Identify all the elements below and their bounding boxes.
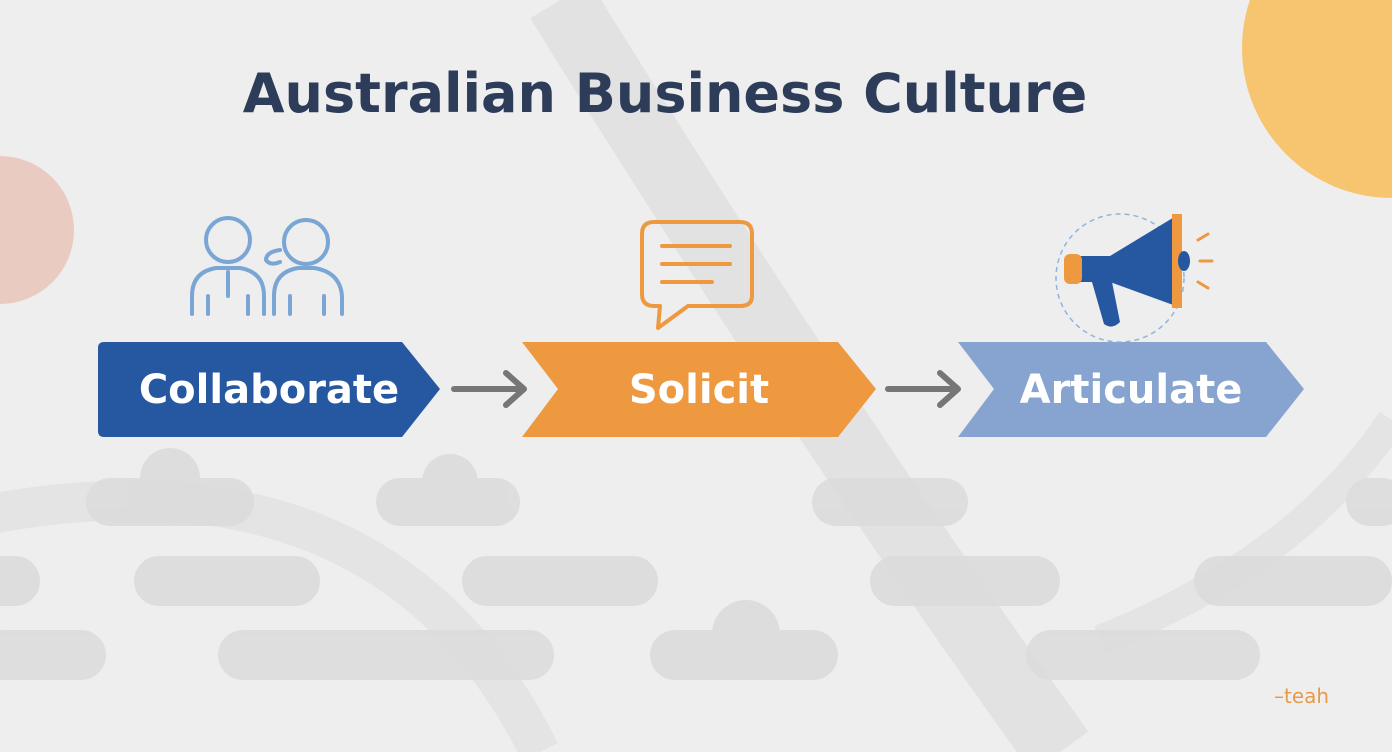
step-label-solicit: Solicit bbox=[628, 367, 770, 413]
watermark: –teah bbox=[1274, 684, 1330, 708]
yellow-circle-decoration bbox=[1242, 0, 1392, 198]
arrow-2 bbox=[885, 370, 961, 408]
megaphone-icon bbox=[1055, 213, 1214, 343]
arrow-1 bbox=[451, 370, 527, 408]
people-talking-icon bbox=[190, 216, 344, 316]
pink-circle-decoration bbox=[0, 156, 74, 304]
step-label-collaborate: Collaborate bbox=[138, 367, 400, 413]
step-shape-solicit bbox=[522, 342, 876, 437]
step-shape-collaborate bbox=[98, 342, 440, 437]
chat-bubble-icon bbox=[640, 220, 754, 330]
step-label-articulate: Articulate bbox=[1019, 367, 1243, 413]
page-title: Australian Business Culture bbox=[242, 62, 1088, 125]
step-shape-articulate bbox=[958, 342, 1304, 437]
